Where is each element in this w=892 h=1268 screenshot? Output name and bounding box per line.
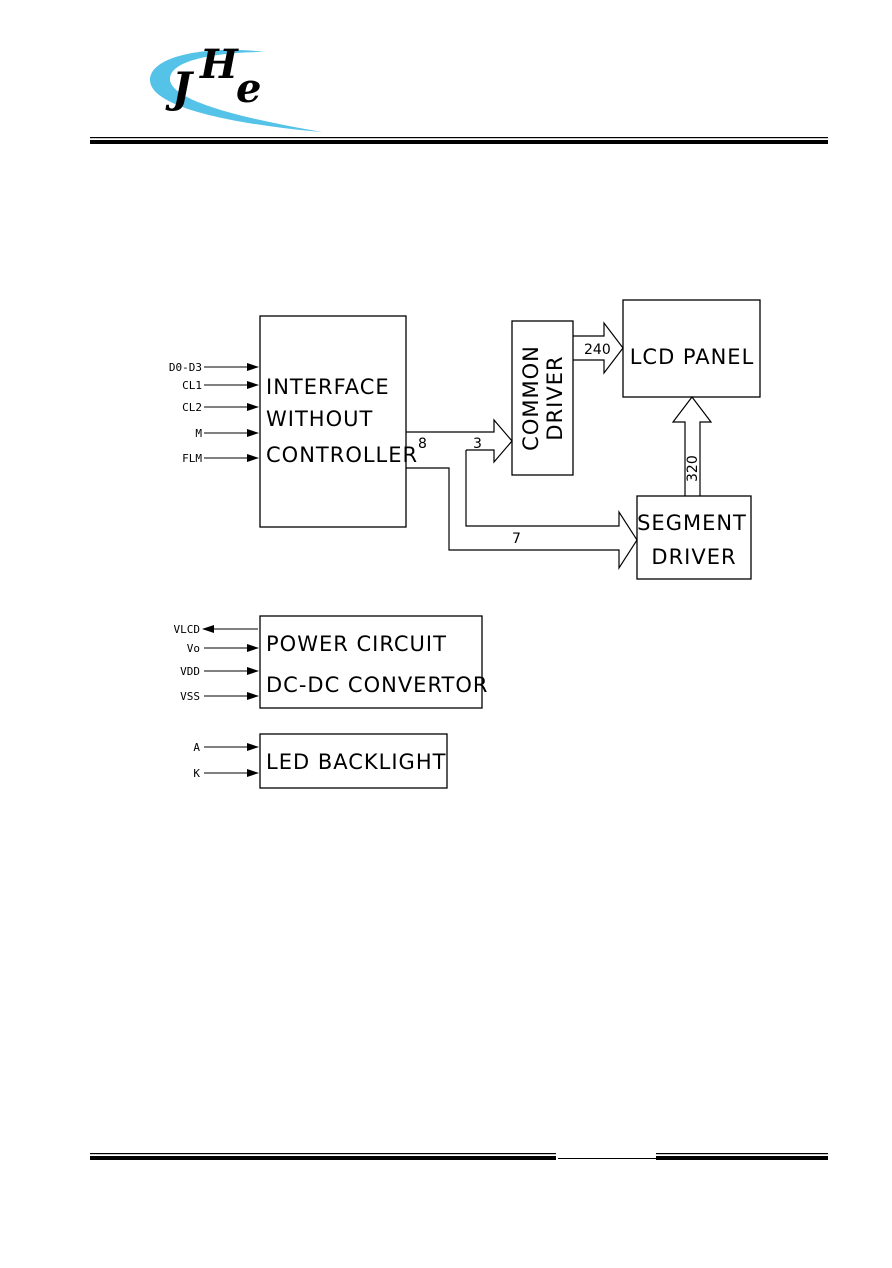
interface-label-line3: CONTROLLER [266,443,418,467]
pin-label: VSS [180,690,200,703]
interface-block: INTERFACE WITHOUT CONTROLLER [259,315,418,528]
power-label-line2: DC-DC CONVERTOR [266,673,488,697]
pin-label: VLCD [174,623,201,636]
logo-letter-e: e [236,65,261,112]
common-driver-label-line2: DRIVER [543,355,567,440]
logo-swoosh [150,49,322,132]
power-label-line1: POWER CIRCUIT [266,632,447,656]
power-circuit-block: POWER CIRCUIT DC-DC CONVERTOR [259,615,488,709]
pin-label: A [193,741,200,754]
lcd-panel-block: LCD PANEL [622,299,761,398]
bus-arrow-common-to-panel [573,321,624,375]
input-m: M [195,427,259,440]
pin-label: FLM [182,452,202,465]
footer-rule [90,1153,828,1160]
pin-label: VDD [180,665,200,678]
bus-arrow-segment-to-panel [671,396,713,496]
bus-label-8: 8 [418,436,427,452]
segment-driver-block: SEGMENT DRIVER [636,495,752,580]
pin-label: K [193,767,200,780]
pin-label: D0-D3 [169,361,202,374]
segment-driver-label-line2: DRIVER [651,545,736,569]
backlight-pins: A K [193,741,259,780]
pin-vdd: VDD [180,665,259,678]
bus-arrow-to-common [406,418,513,464]
pin-vlcd: VLCD [174,623,258,636]
pin-k: K [193,767,259,780]
pin-label: M [195,427,202,440]
bus-label-7: 7 [512,531,521,547]
common-driver-block: COMMON DRIVER [511,320,574,476]
header-rule [90,137,828,144]
bus-label-240: 240 [584,342,611,358]
input-flm: FLM [182,452,259,465]
backlight-label: LED BACKLIGHT [266,750,446,774]
led-backlight-block: LED BACKLIGHT [259,733,448,789]
common-driver-label-line1: COMMON [519,345,543,451]
company-logo: J H e [150,41,322,132]
bus-label-320: 320 [685,455,701,482]
input-cl2: CL2 [182,401,259,414]
input-d0-d3: D0-D3 [169,361,259,374]
lcd-panel-label: LCD PANEL [630,345,755,369]
power-pins: VLCD Vo VDD VSS [174,623,259,703]
pin-label: Vo [187,642,200,655]
pin-vo: Vo [187,642,259,655]
pin-label: CL2 [182,401,202,414]
interface-inputs: D0-D3 CL1 CL2 M FLM [169,361,259,465]
pin-label: CL1 [182,379,202,392]
bus-label-3: 3 [473,436,482,452]
interface-label-line1: INTERFACE [266,375,390,399]
interface-label-line2: WITHOUT [266,407,373,431]
segment-driver-label-line1: SEGMENT [637,511,747,535]
pin-vss: VSS [180,690,259,703]
logo-letter-h: H [199,41,239,88]
bus-arrow-to-segment [406,450,638,571]
input-cl1: CL1 [182,379,259,392]
pin-a: A [193,741,259,754]
